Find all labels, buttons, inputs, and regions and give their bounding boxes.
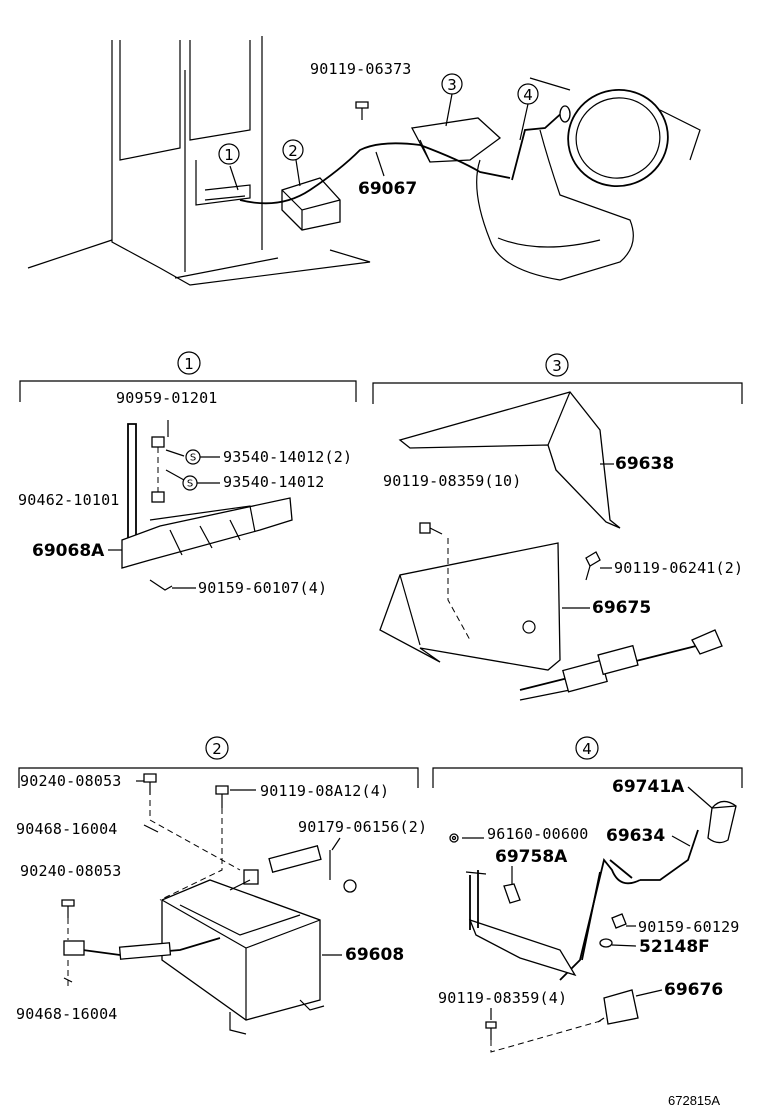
part-number-90119-06241-2: 90119-06241(2) bbox=[614, 559, 743, 577]
part-number-90119-08A12-4: 90119-08A12(4) bbox=[260, 782, 389, 800]
part-number-90462-10101: 90462-10101 bbox=[18, 491, 120, 509]
callout-1: 1 bbox=[218, 143, 240, 165]
callout-2: 2 bbox=[282, 139, 304, 161]
callout-3: 3 bbox=[441, 73, 463, 95]
part-number-69638: 69638 bbox=[615, 454, 674, 474]
s-marker-1: S bbox=[185, 449, 220, 465]
part-number-69675: 69675 bbox=[592, 598, 651, 618]
part-number-96160-00600: 96160-00600 bbox=[487, 825, 589, 843]
svg-text:2: 2 bbox=[212, 740, 222, 758]
section-3-header: 3 bbox=[372, 353, 743, 404]
part-number-90119-08359-4: 90119-08359(4) bbox=[438, 989, 567, 1007]
part-number-69676: 69676 bbox=[664, 980, 723, 1000]
part-number-90468-16004-a: 90468-16004 bbox=[16, 820, 118, 838]
callout-4: 4 bbox=[517, 83, 539, 105]
part-number-69608: 69608 bbox=[345, 945, 404, 965]
part-number-90468-16004-b: 90468-16004 bbox=[16, 1005, 118, 1023]
part-number-cable: 69067 bbox=[358, 179, 417, 199]
part-number-90159-60129: 90159-60129 bbox=[638, 918, 740, 936]
part-number-top-bolt: 90119-06373 bbox=[310, 60, 412, 78]
svg-text:4: 4 bbox=[523, 86, 533, 104]
section-1-illustration bbox=[121, 420, 293, 591]
svg-text:3: 3 bbox=[552, 357, 562, 375]
section-3-illustration bbox=[379, 391, 723, 701]
part-number-90959-01201: 90959-01201 bbox=[116, 389, 218, 407]
part-number-69741A: 69741A bbox=[612, 777, 685, 797]
overview-illustration bbox=[27, 36, 701, 286]
part-number-90159-60107-4: 90159-60107(4) bbox=[198, 579, 327, 597]
part-number-93540-14012-2: 93540-14012(2) bbox=[223, 448, 352, 466]
part-number-52148F: 52148F bbox=[639, 937, 710, 957]
section-4-header: 4 bbox=[432, 736, 743, 788]
svg-text:3: 3 bbox=[447, 76, 457, 94]
part-number-69634: 69634 bbox=[606, 826, 665, 846]
part-number-90240-08053-a: 90240-08053 bbox=[20, 772, 122, 790]
part-number-69068A: 69068A bbox=[32, 541, 105, 561]
section-2-illustration bbox=[61, 773, 357, 1035]
svg-text:S: S bbox=[190, 453, 196, 464]
section-1-header: 1 bbox=[19, 351, 357, 402]
section-2-header: 2 bbox=[18, 736, 419, 788]
svg-text:1: 1 bbox=[224, 146, 234, 164]
part-number-69758A: 69758A bbox=[495, 847, 568, 867]
part-number-93540-14012: 93540-14012 bbox=[223, 473, 325, 491]
part-number-90240-08053-b: 90240-08053 bbox=[20, 862, 122, 880]
svg-text:2: 2 bbox=[288, 142, 298, 160]
diagram-code: 672815A bbox=[668, 1093, 720, 1108]
s-marker-2: S bbox=[182, 475, 220, 491]
svg-text:4: 4 bbox=[582, 740, 592, 758]
part-number-90119-08359-10: 90119-08359(10) bbox=[383, 472, 521, 490]
part-number-90179-06156-2: 90179-06156(2) bbox=[298, 818, 427, 836]
svg-text:S: S bbox=[187, 479, 193, 490]
svg-text:1: 1 bbox=[184, 355, 194, 373]
section-4-illustration bbox=[449, 800, 737, 1053]
